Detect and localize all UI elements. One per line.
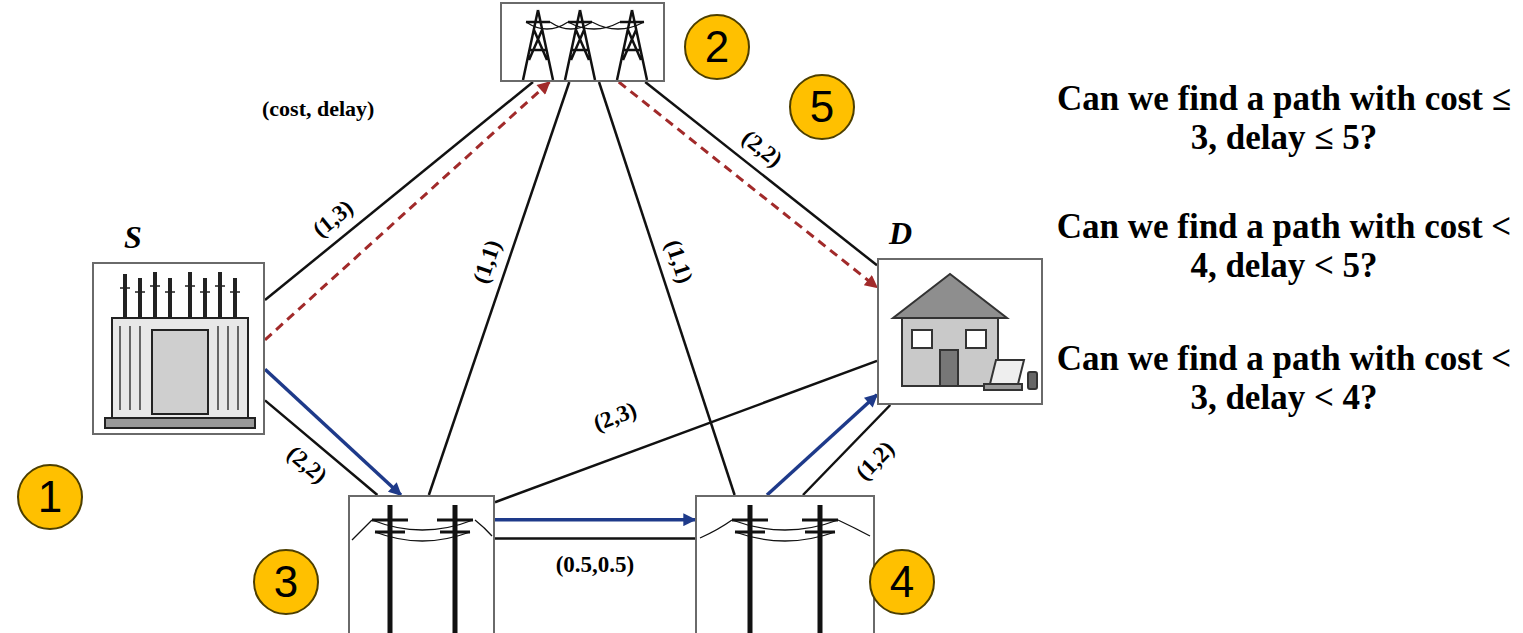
question-text: Can we find a path with cost < 3, delay …	[1050, 340, 1518, 417]
node-box: D5	[877, 258, 1043, 405]
phone	[1028, 372, 1037, 389]
tower-icon	[523, 10, 647, 80]
callout-number: 5	[789, 74, 855, 140]
laptop-base	[984, 384, 1022, 390]
path-arrow	[265, 369, 401, 495]
pylon	[523, 10, 553, 80]
transformer-core	[152, 330, 208, 414]
edge-label: (2,2)	[735, 124, 788, 174]
callout-number: 3	[253, 549, 319, 615]
question-text: Can we find a path with cost < 4, delay …	[1050, 208, 1518, 285]
connector-group	[265, 82, 890, 539]
question-text: Can we find a path with cost ≤ 3, delay …	[1050, 80, 1518, 157]
link-line	[599, 82, 735, 495]
edge-label: (2,3)	[589, 397, 643, 437]
edge-label: (1,2)	[850, 434, 902, 486]
node-box: 4	[695, 495, 875, 633]
transformer-icon	[105, 272, 255, 428]
transformer-fins	[120, 326, 238, 410]
link-line	[265, 400, 377, 495]
edge-label: (0.5,0.5)	[554, 552, 637, 577]
house-window	[912, 330, 932, 348]
power-wires	[352, 520, 492, 541]
node-box: 3	[348, 495, 495, 633]
callout-number: 4	[869, 549, 935, 615]
pylon	[617, 10, 647, 80]
utility-poles	[390, 505, 455, 633]
link-line	[495, 537, 695, 540]
callout-number: 1	[17, 464, 83, 530]
house-window	[966, 330, 986, 348]
transformer-bushings	[125, 272, 235, 318]
callout-number: 2	[684, 14, 750, 80]
node-box: S1	[92, 262, 265, 435]
link-line	[429, 82, 569, 495]
transformer-tank	[112, 318, 248, 418]
house-icon	[893, 274, 1037, 390]
node-heading: S	[124, 218, 142, 256]
pylon	[565, 10, 595, 80]
edge-label: (2,2)	[280, 439, 333, 489]
pole-icon	[700, 505, 870, 633]
transformer-base	[105, 418, 255, 428]
legend-note: (cost, delay)	[262, 96, 374, 122]
node-box: 2	[500, 2, 665, 82]
link-line	[495, 361, 877, 502]
bushing-rings	[120, 286, 240, 292]
pole-icon	[352, 505, 492, 633]
house-door	[940, 350, 958, 386]
node-heading: D	[889, 214, 912, 252]
laptop-screen	[990, 360, 1024, 384]
edge-label: (1,1)	[467, 235, 506, 289]
edge-label: (1,3)	[306, 194, 359, 244]
utility-poles	[750, 505, 820, 633]
house-body	[902, 316, 998, 386]
house-roof	[893, 274, 1007, 318]
edge-label: (1,1)	[659, 235, 698, 289]
power-wires	[526, 22, 644, 29]
path-arrow	[495, 518, 695, 522]
power-wires	[700, 520, 870, 541]
